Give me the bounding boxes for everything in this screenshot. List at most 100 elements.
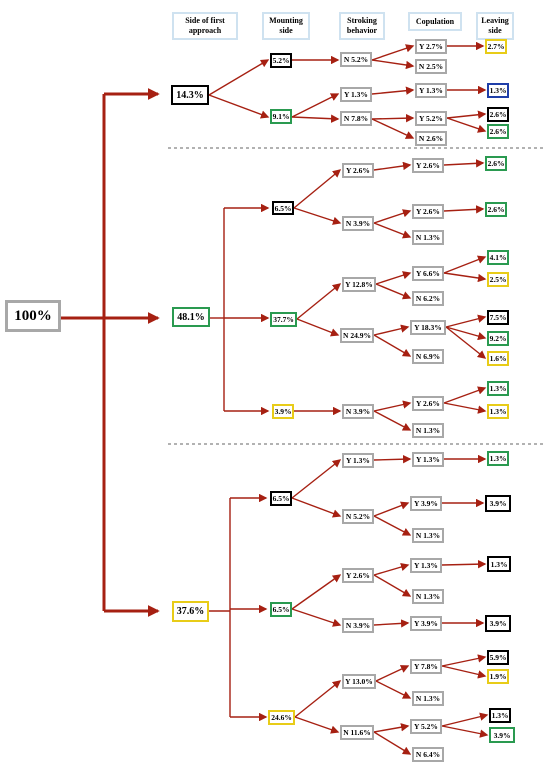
header-side-of-first-approach: Side of first approach — [172, 12, 238, 40]
arrow-connector — [371, 113, 415, 123]
arrow-connector — [373, 501, 410, 517]
leaving-node: 2.7% — [485, 39, 507, 54]
leaving-node: 1.3% — [487, 381, 509, 396]
arrow-connector — [373, 574, 412, 597]
header-copulation: Copulation — [408, 12, 462, 31]
arrow-connector — [373, 454, 412, 464]
arrow-connector — [375, 680, 412, 699]
arrow-connector — [294, 716, 340, 734]
copulation-node: Y 5.2% — [415, 111, 447, 126]
approach-node: 14.3% — [171, 85, 209, 105]
leaving-node: 2.6% — [487, 124, 509, 139]
arrow-connector — [373, 410, 412, 431]
copulation-node: N 6.4% — [412, 747, 444, 762]
copulation-node: Y 18.3% — [410, 320, 446, 335]
header-leaving-side: Leaving side — [476, 12, 514, 40]
arrow-connector — [373, 731, 412, 755]
stroking-node: N 5.2% — [340, 52, 372, 67]
mounting-node: 3.9% — [272, 404, 294, 419]
arrow-connector — [443, 272, 487, 283]
leaving-node: 2.5% — [487, 272, 509, 287]
leaving-node: 1.3% — [487, 451, 509, 466]
approach-node: 48.1% — [172, 307, 210, 327]
copulation-node: Y 2.7% — [415, 39, 447, 54]
stroking-node: Y 2.6% — [342, 568, 374, 583]
arrow-connector — [446, 110, 487, 119]
copulation-node: Y 2.6% — [412, 396, 444, 411]
leaving-node: 1.3% — [487, 404, 509, 419]
arrow-connector — [208, 94, 270, 119]
stroking-node: Y 1.3% — [342, 453, 374, 468]
arrow-connector — [373, 324, 410, 336]
copulation-node: N 1.3% — [412, 423, 444, 438]
arrow-connector — [291, 114, 340, 123]
header-stroking-behavior: Stroking behavior — [339, 12, 385, 40]
copulation-node: N 1.3% — [412, 230, 444, 245]
arrow-connector — [294, 680, 342, 718]
arrow-connector — [373, 723, 410, 733]
arrow-connector — [445, 326, 487, 341]
approach-node: 37.6% — [172, 601, 209, 622]
leaving-node: 3.9% — [489, 727, 515, 743]
arrow-connector — [441, 712, 489, 727]
stroking-node: Y 2.6% — [342, 163, 374, 178]
arrow-connector — [441, 665, 487, 679]
arrow-connector — [446, 117, 487, 133]
mounting-node: 24.6% — [268, 710, 295, 725]
leaving-node: 1.9% — [487, 669, 509, 684]
leaving-node: 4.1% — [487, 250, 509, 265]
copulation-node: N 1.3% — [412, 528, 444, 543]
leaving-node: 1.3% — [487, 556, 511, 572]
arrow-connector — [291, 574, 342, 610]
arrow-connector — [291, 459, 342, 499]
stroking-node: Y 1.3% — [340, 87, 372, 102]
mounting-node: 6.5% — [270, 602, 292, 617]
arrow-connector — [293, 169, 342, 209]
arrow-connector — [373, 334, 412, 357]
arrow-connector — [443, 159, 485, 168]
stroking-node: Y 12.8% — [342, 277, 376, 292]
arrow-connector — [296, 283, 342, 320]
header-mounting-side: Mounting side — [262, 12, 310, 40]
copulation-node: N 6.9% — [412, 349, 444, 364]
arrow-connector — [291, 497, 342, 518]
arrow-connector — [371, 59, 415, 70]
arrow-connector — [371, 86, 415, 95]
copulation-node: Y 1.3% — [410, 558, 442, 573]
arrow-connector — [208, 59, 270, 96]
leaving-node: 5.9% — [487, 650, 509, 665]
stroking-node: N 7.8% — [340, 111, 372, 126]
arrow-connector — [443, 386, 487, 404]
arrow-connector — [375, 283, 412, 300]
leaving-node: 1.6% — [487, 351, 509, 366]
leaving-node: 3.9% — [485, 495, 511, 512]
copulation-node: Y 3.9% — [410, 616, 442, 631]
root-node: 100% — [5, 300, 61, 332]
stroking-node: N 3.9% — [342, 618, 374, 633]
arrow-connector — [375, 665, 410, 682]
leaving-node: 2.6% — [485, 202, 507, 217]
arrow-connector — [373, 222, 412, 239]
mounting-node: 5.2% — [270, 53, 292, 68]
mounting-node: 6.5% — [270, 491, 292, 506]
copulation-node: N 6.2% — [412, 291, 444, 306]
mounting-node: 37.7% — [270, 312, 297, 327]
arrow-connector — [373, 161, 412, 171]
copulation-node: N 1.3% — [412, 589, 444, 604]
mounting-node: 9.1% — [270, 109, 292, 124]
arrow-connector — [373, 619, 410, 628]
arrow-connector — [296, 318, 340, 337]
copulation-node: Y 2.6% — [412, 158, 444, 173]
copulation-node: Y 2.6% — [412, 204, 444, 219]
copulation-node: Y 7.8% — [410, 659, 442, 674]
arrow-connector — [443, 255, 487, 274]
arrow-connector — [373, 515, 412, 536]
arrow-connector — [443, 402, 487, 414]
leaving-node: 3.9% — [485, 615, 511, 632]
arrow-connector — [441, 559, 487, 569]
arrow-connector — [441, 654, 487, 667]
copulation-node: Y 1.3% — [412, 452, 444, 467]
copulation-node: Y 1.3% — [415, 83, 447, 98]
